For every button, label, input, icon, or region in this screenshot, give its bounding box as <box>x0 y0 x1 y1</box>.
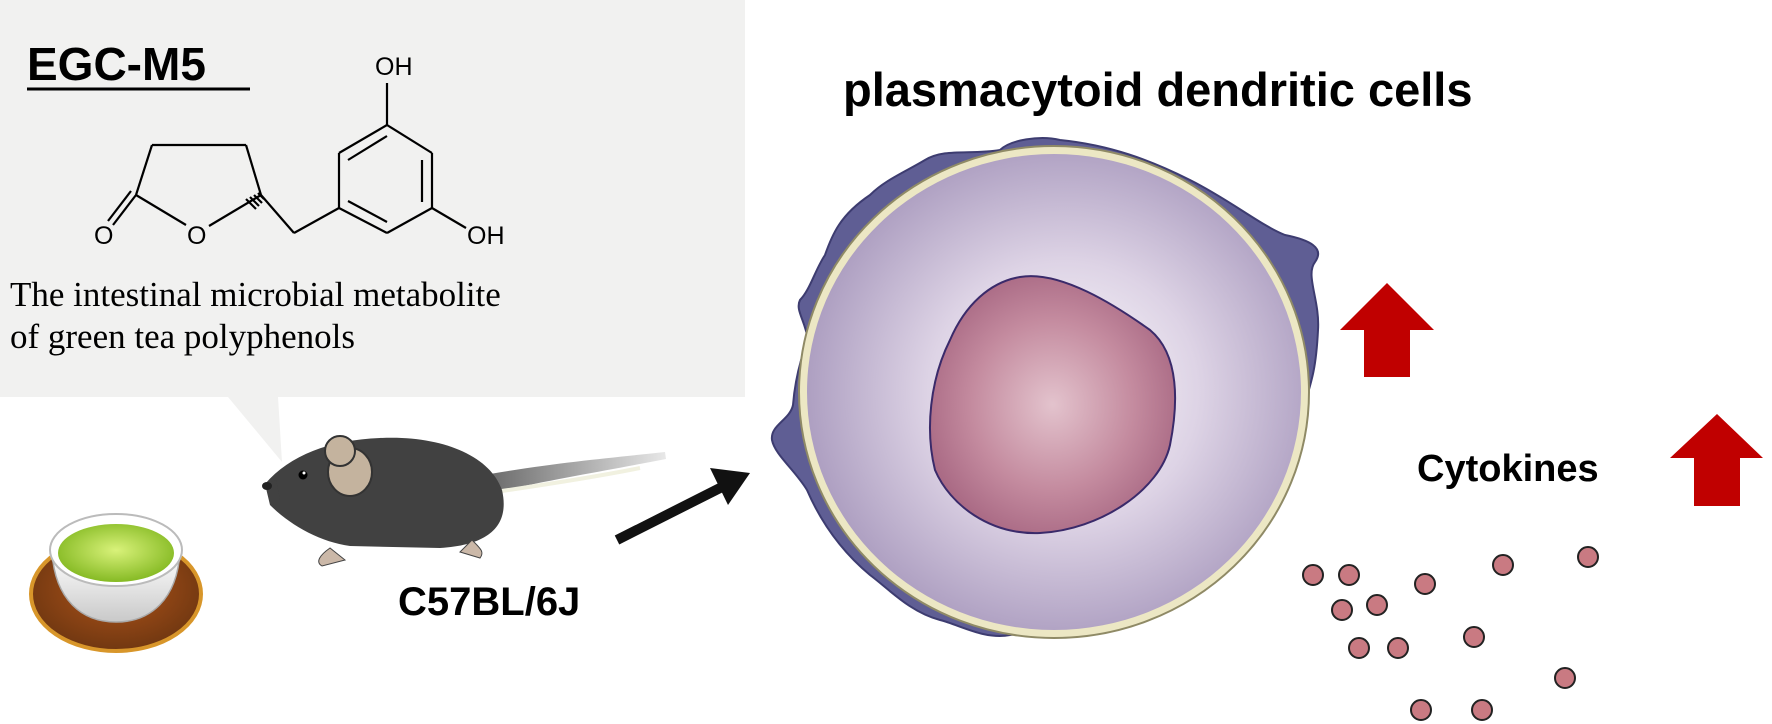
mouse-strain-label: C57BL/6J <box>398 580 580 624</box>
cytokine-dot-icon <box>1302 564 1324 586</box>
up-arrow-icon <box>1670 414 1763 506</box>
cytokine-dot-icon <box>1331 599 1353 621</box>
up-arrow-icon <box>1340 283 1434 377</box>
compound-description-line2: of green tea polyphenols <box>10 317 355 356</box>
cytokine-dot-icon <box>1348 637 1370 659</box>
compound-callout <box>0 0 745 462</box>
cytokine-dot-icon <box>1414 573 1436 595</box>
compound-title: EGC-M5 <box>27 38 206 90</box>
cytokine-dot-icon <box>1471 699 1493 721</box>
dendritic-cell <box>770 137 1320 639</box>
cytokine-dot-icon <box>1387 637 1409 659</box>
cell-label: plasmacytoid dendritic cells <box>843 63 1473 116</box>
carbonyl-oxygen-label: O <box>94 222 113 250</box>
arrow-right-icon <box>614 468 750 545</box>
cytokine-dot-icon <box>1463 626 1485 648</box>
ring-oxygen-label: O <box>187 222 206 250</box>
cytokine-dot-icon <box>1366 594 1388 616</box>
cytokine-dot-icon <box>1492 554 1514 576</box>
oh-bottom-label: OH <box>467 222 505 250</box>
cytokine-dot-icon <box>1577 546 1599 568</box>
oh-top-label: OH <box>375 53 413 81</box>
cytokines-label: Cytokines <box>1417 448 1599 490</box>
cytokine-dot-icon <box>1410 699 1432 721</box>
mouse-icon <box>262 435 666 567</box>
chemical-structure <box>107 83 467 234</box>
cytokine-dot-icon <box>1338 564 1360 586</box>
compound-description-line1: The intestinal microbial metabolite <box>10 275 501 314</box>
cytokine-dots <box>1302 546 1599 721</box>
cytokine-dot-icon <box>1554 667 1576 689</box>
green-tea-cup-icon <box>29 513 203 653</box>
cell-nucleus <box>929 275 1177 535</box>
